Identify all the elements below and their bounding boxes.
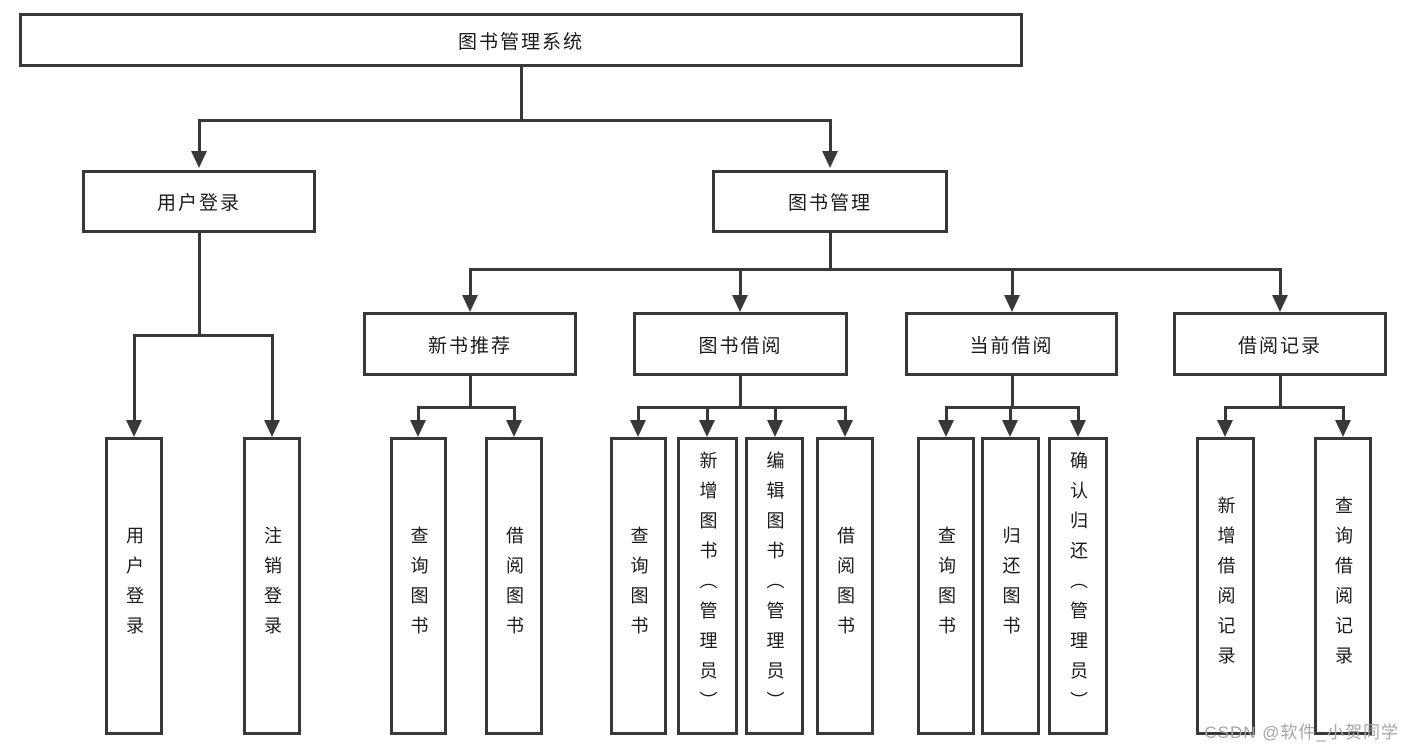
- arrow-down-icon: [264, 420, 280, 437]
- leaf-cb-return-books-box: 归还图书: [981, 437, 1040, 735]
- leaf-bb-borrow-books-box: 借阅图书: [816, 437, 874, 735]
- connector-line: [636, 406, 847, 409]
- arrow-down-icon: [1070, 420, 1086, 437]
- leaf-nbr-query-books-box: 查询图书: [390, 437, 447, 735]
- leaf-nbr-query-books-label: 查询图书: [408, 526, 429, 646]
- connector-line: [512, 406, 516, 421]
- leaf-cb-query-books-label: 查询图书: [936, 526, 956, 646]
- arrow-down-icon: [699, 420, 715, 437]
- connector-line: [843, 406, 847, 421]
- watermark-text: CSDN @软件_小贺同学: [1204, 723, 1399, 742]
- connector-line: [828, 233, 832, 271]
- leaf-br-query-record-label: 查询借阅记录: [1333, 496, 1353, 676]
- connector-line: [270, 334, 274, 421]
- arrow-down-icon: [506, 420, 522, 437]
- arrow-down-icon: [767, 420, 783, 437]
- connector-line: [1223, 406, 1345, 409]
- leaf-br-add-record-box: 新增借阅记录: [1196, 437, 1255, 735]
- connector-line: [519, 67, 523, 122]
- connector-line: [1278, 268, 1282, 296]
- leaf-bb-borrow-books-label: 借阅图书: [835, 526, 855, 646]
- arrow-down-icon: [1002, 420, 1018, 437]
- arrow-down-icon: [191, 151, 207, 168]
- arrow-down-icon: [630, 420, 646, 437]
- connector-line: [636, 406, 640, 421]
- arrow-down-icon: [938, 420, 954, 437]
- node-borrow-record-label: 借阅记录: [1237, 335, 1322, 357]
- node-book-borrow-label: 图书借阅: [698, 335, 783, 357]
- connector-line: [197, 119, 832, 122]
- connector-line: [416, 406, 420, 421]
- node-new-book-recommend-label: 新书推荐: [427, 335, 512, 357]
- node-book-borrow-box: 图书借阅: [633, 312, 848, 376]
- leaf-user-login-box: 用户登录: [105, 437, 163, 735]
- arrow-down-icon: [837, 420, 853, 437]
- leaf-cb-query-books-box: 查询图书: [917, 437, 975, 735]
- connector-line: [468, 268, 1282, 271]
- connector-line: [1341, 406, 1345, 421]
- node-book-management-label: 图书管理: [787, 193, 872, 214]
- leaf-bb-add-books-label: 新增图书（管理员）: [697, 451, 718, 721]
- leaf-nbr-borrow-books-label: 借阅图书: [504, 526, 524, 646]
- leaf-br-add-record-label: 新增借阅记录: [1215, 496, 1236, 676]
- connector-line: [468, 268, 472, 296]
- arrow-down-icon: [1217, 420, 1233, 437]
- connector-line: [944, 406, 1080, 409]
- arrow-down-icon: [1272, 295, 1288, 312]
- node-book-management-box: 图书管理: [712, 170, 948, 233]
- leaf-bb-query-books-box: 查询图书: [610, 437, 667, 735]
- arrow-down-icon: [1335, 420, 1351, 437]
- leaf-bb-query-books-label: 查询图书: [628, 526, 649, 646]
- leaf-cb-confirm-return-label: 确认归还（管理员）: [1068, 451, 1088, 721]
- connector-line: [468, 376, 472, 409]
- arrow-down-icon: [822, 151, 838, 168]
- leaf-bb-add-books-box: 新增图书（管理员）: [677, 437, 738, 735]
- connector-line: [416, 406, 516, 409]
- connector-line: [1076, 406, 1080, 421]
- connector-line: [1010, 268, 1014, 296]
- connector-line: [132, 334, 136, 421]
- connector-line: [1278, 376, 1282, 409]
- connector-line: [1010, 376, 1014, 409]
- connector-line: [197, 119, 201, 152]
- leaf-logout-box: 注销登录: [243, 437, 301, 735]
- node-root-label: 图书管理系统: [457, 31, 584, 53]
- connector-line: [132, 334, 274, 337]
- node-current-borrow-label: 当前借阅: [969, 335, 1054, 357]
- leaf-br-query-record-box: 查询借阅记录: [1314, 437, 1372, 735]
- connector-line: [828, 119, 832, 152]
- arrow-down-icon: [462, 295, 478, 312]
- leaf-cb-return-books-label: 归还图书: [1000, 526, 1021, 646]
- connector-line: [197, 233, 201, 337]
- leaf-user-login-label: 用户登录: [124, 526, 144, 646]
- connector-line: [773, 406, 777, 421]
- connector-line: [738, 376, 742, 409]
- leaf-logout-label: 注销登录: [262, 526, 282, 646]
- node-new-book-recommend-box: 新书推荐: [363, 312, 577, 376]
- leaf-nbr-borrow-books-box: 借阅图书: [485, 437, 543, 735]
- node-current-borrow-box: 当前借阅: [905, 312, 1118, 376]
- leaf-bb-edit-books-label: 编辑图书（管理员）: [764, 451, 785, 721]
- connector-line: [1008, 406, 1012, 421]
- connector-line: [944, 406, 948, 421]
- leaf-cb-confirm-return-box: 确认归还（管理员）: [1048, 437, 1108, 735]
- connector-line: [738, 268, 742, 296]
- arrow-down-icon: [732, 295, 748, 312]
- arrow-down-icon: [410, 420, 426, 437]
- leaf-bb-edit-books-box: 编辑图书（管理员）: [745, 437, 804, 735]
- node-borrow-record-box: 借阅记录: [1173, 312, 1387, 376]
- connector-line: [1223, 406, 1227, 421]
- node-user-login-box: 用户登录: [82, 170, 316, 233]
- arrow-down-icon: [1004, 295, 1020, 312]
- arrow-down-icon: [126, 420, 142, 437]
- node-root-box: 图书管理系统: [19, 13, 1023, 67]
- connector-line: [705, 406, 709, 421]
- node-user-login-label: 用户登录: [156, 193, 241, 214]
